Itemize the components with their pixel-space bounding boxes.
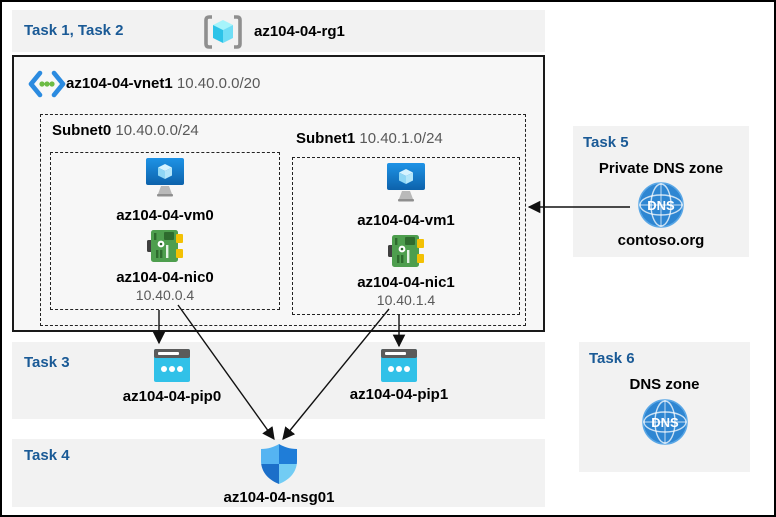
private-dns-zone-title: Private DNS zone — [598, 160, 724, 177]
pip1-group: az104-04-pip1 — [319, 349, 479, 403]
task5-box: Task 5 Private DNS zone DNS contoso.org — [573, 126, 749, 257]
nic0-ip: 10.40.0.4 — [135, 287, 195, 303]
vm0-icon — [146, 158, 184, 197]
private-dns-zone-group: Private DNS zone DNS contoso.org — [573, 160, 749, 249]
pip1-label: az104-04-pip1 — [349, 386, 449, 403]
vnet-cidr: 10.40.0.0/20 — [176, 75, 261, 92]
subnet0-box — [50, 152, 280, 310]
dns-zone-title: DNS zone — [629, 376, 700, 393]
task3-band: Task 3 az104-04-pip0 az104-04-pip1 — [12, 342, 545, 419]
subnet0-title: Subnet0 10.40.0.0/24 — [52, 122, 199, 139]
vnet-box: az104-04-vnet1 10.40.0.0/20 Subnet0 10.4… — [12, 55, 545, 332]
private-dns-icon-text: DNS — [647, 198, 675, 213]
dns-zone-icon: DNS — [641, 399, 688, 445]
subnet1-cidr: 10.40.1.0/24 — [359, 130, 443, 147]
task4-band: Task 4 az104-04-nsg01 — [12, 439, 545, 507]
subnet1-title: Subnet1 10.40.1.0/24 — [296, 130, 443, 147]
virtual-network-icon — [28, 70, 66, 98]
vm0-label: az104-04-vm0 — [116, 207, 214, 224]
nic1-ip: 10.40.1.4 — [376, 292, 436, 308]
task6-box: Task 6 DNS zone DNS — [579, 342, 750, 472]
nsg-icon — [261, 444, 297, 484]
subnet1-name: Subnet1 — [296, 130, 356, 147]
task12-label: Task 1, Task 2 — [24, 22, 124, 39]
task3-label: Task 3 — [24, 354, 70, 371]
private-dns-icon: DNS — [638, 182, 684, 228]
subnet0-name: Subnet0 — [52, 122, 112, 139]
vnet-name: az104-04-vnet1 — [66, 75, 173, 92]
nic1-label: az104-04-nic1 — [357, 274, 455, 291]
pip0-icon — [154, 349, 190, 382]
dns-zone-group: DNS zone DNS — [579, 376, 750, 445]
dns-zone-icon-text: DNS — [651, 415, 679, 430]
task5-label: Task 5 — [583, 134, 629, 151]
vm1-icon — [387, 163, 425, 202]
header-band: Task 1, Task 2 az104-04-rg1 — [12, 10, 545, 52]
task6-label: Task 6 — [589, 350, 635, 367]
nic1-icon — [388, 235, 424, 267]
resource-group-name: az104-04-rg1 — [254, 23, 345, 40]
pip1-icon — [381, 349, 417, 382]
nic0-label: az104-04-nic0 — [116, 269, 214, 286]
task4-label: Task 4 — [24, 447, 70, 464]
vnet-title: az104-04-vnet1 10.40.0.0/20 — [66, 75, 260, 92]
subnet1-content: az104-04-vm1 az104-04-nic1 10.40.1.4 — [292, 162, 520, 308]
subnet1-box — [292, 157, 520, 315]
vm1-label: az104-04-vm1 — [357, 212, 455, 229]
nsg-label: az104-04-nsg01 — [223, 489, 335, 506]
pip0-label: az104-04-pip0 — [122, 388, 222, 405]
subnet0-cidr: 10.40.0.0/24 — [115, 122, 199, 139]
subnet0-content: az104-04-vm0 az104-04-nic0 10.40.0.4 — [50, 157, 280, 303]
nsg-group: az104-04-nsg01 — [199, 444, 359, 506]
pip0-group: az104-04-pip0 — [92, 349, 252, 405]
private-dns-zone-name: contoso.org — [617, 232, 705, 249]
nic0-icon — [147, 230, 183, 262]
resource-group-icon — [204, 15, 242, 49]
